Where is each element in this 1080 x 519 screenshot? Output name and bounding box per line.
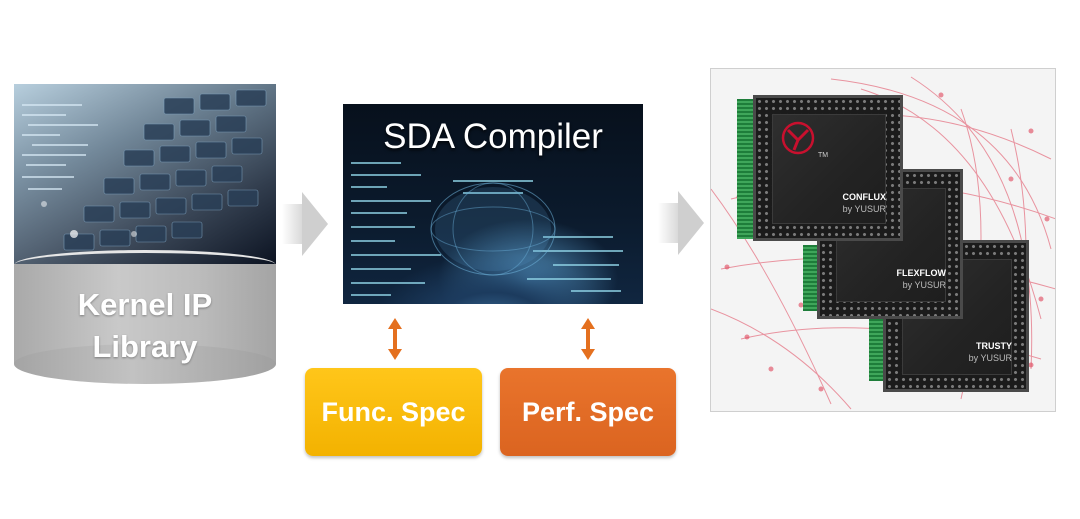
flow-arrow-2-icon xyxy=(678,191,704,255)
compiler-title: SDA Compiler xyxy=(383,117,603,156)
keyboard-image xyxy=(14,84,276,264)
trusty-chip-by: by YUSUR xyxy=(968,353,1012,363)
library-cylinder-rim xyxy=(14,250,276,280)
flow-arrow-1-tail xyxy=(282,204,302,244)
flexflow-chip-name: FLEXFLOW xyxy=(896,268,947,278)
library-label-line2: Library xyxy=(92,329,198,364)
flow-arrow-1-icon xyxy=(302,192,328,256)
flexflow-chip-by: by YUSUR xyxy=(902,280,946,290)
conflux-chip-by: by YUSUR xyxy=(842,204,886,214)
perf-spec-double-arrow-icon xyxy=(581,318,595,360)
yusur-logo-icon xyxy=(781,121,815,155)
code-globe-graphic xyxy=(351,162,623,296)
trusty-pcb-edge xyxy=(869,315,885,381)
library-label: Kernel IP Library xyxy=(14,284,276,368)
conflux-chip-name: CONFLUX xyxy=(842,192,887,202)
compiler-image xyxy=(343,104,643,304)
conflux-chip: TM CONFLUX by YUSUR xyxy=(753,95,903,241)
flexflow-pcb-edge xyxy=(803,245,819,311)
flow-arrow-2-tail xyxy=(658,203,678,243)
perf-spec-label: Perf. Spec xyxy=(521,396,655,427)
keyboard-photo xyxy=(14,84,276,264)
func-spec-double-arrow-icon xyxy=(388,318,402,360)
library-label-line1: Kernel IP xyxy=(77,287,213,322)
trusty-chip-name: TRUSTY xyxy=(976,341,1012,351)
perf-spec-box: Perf. Spec xyxy=(500,368,676,456)
chip-panel: TRUSTY by YUSUR FLEXFLOW by YUSUR TM CON… xyxy=(710,68,1056,412)
func-spec-label: Func. Spec xyxy=(321,396,466,427)
conflux-pcb-edge xyxy=(737,99,755,239)
library-cylinder-bottom xyxy=(14,344,276,384)
func-spec-box: Func. Spec xyxy=(305,368,482,456)
trademark-mark: TM xyxy=(818,152,829,159)
